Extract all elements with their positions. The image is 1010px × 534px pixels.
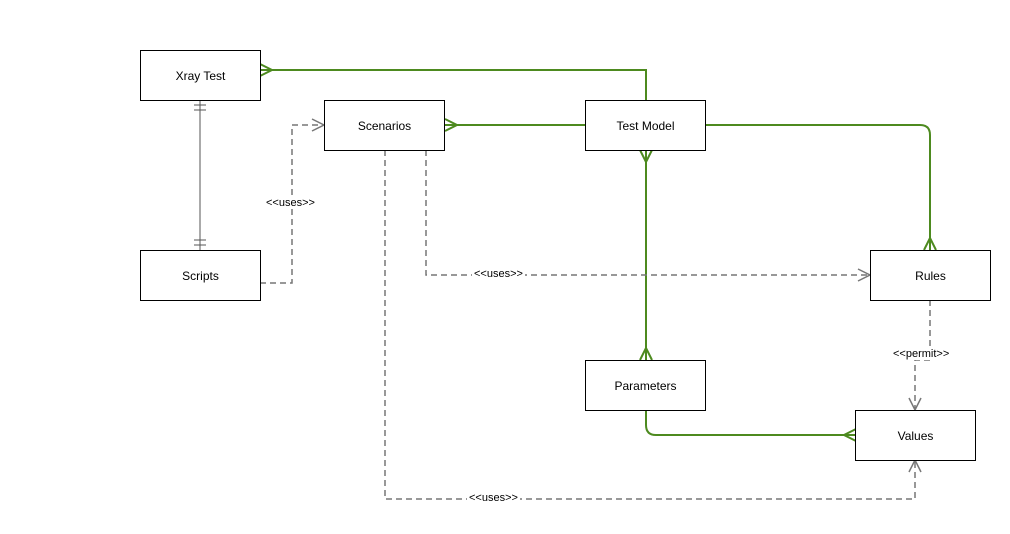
node-test-model[interactable]: Test Model xyxy=(585,100,706,151)
node-xray-test[interactable]: Xray Test xyxy=(140,50,261,101)
edge-label-scenarios-rules: <<uses>> xyxy=(472,268,525,280)
node-label: Rules xyxy=(915,268,946,283)
node-label: Values xyxy=(897,428,934,443)
node-label: Parameters xyxy=(614,378,677,393)
edge-test-model-parameters xyxy=(639,149,653,361)
edge-label-scenarios-values: <<uses>> xyxy=(467,492,520,504)
edge-label-rules-values: <<permit>> xyxy=(891,348,952,360)
node-label: Test Model xyxy=(616,118,675,133)
node-rules[interactable]: Rules xyxy=(870,250,991,301)
edge-xray-test-scripts xyxy=(194,100,206,250)
node-parameters[interactable]: Parameters xyxy=(585,360,706,411)
node-label: Scripts xyxy=(182,268,219,283)
edge-scenarios-values xyxy=(384,150,922,500)
node-scenarios[interactable]: Scenarios xyxy=(324,100,445,151)
edge-parameters-values xyxy=(645,410,857,442)
node-label: Xray Test xyxy=(175,68,226,83)
edge-label-scripts-scenarios: <<uses>> xyxy=(264,197,317,209)
node-label: Scenarios xyxy=(357,118,412,133)
edge-test-model-scenarios xyxy=(444,118,586,132)
edge-test-model-rules xyxy=(706,124,937,251)
node-values[interactable]: Values xyxy=(855,410,976,461)
edge-test-model-xray-test xyxy=(259,63,647,100)
edge-scenarios-rules xyxy=(425,150,872,282)
node-scripts[interactable]: Scripts xyxy=(140,250,261,301)
